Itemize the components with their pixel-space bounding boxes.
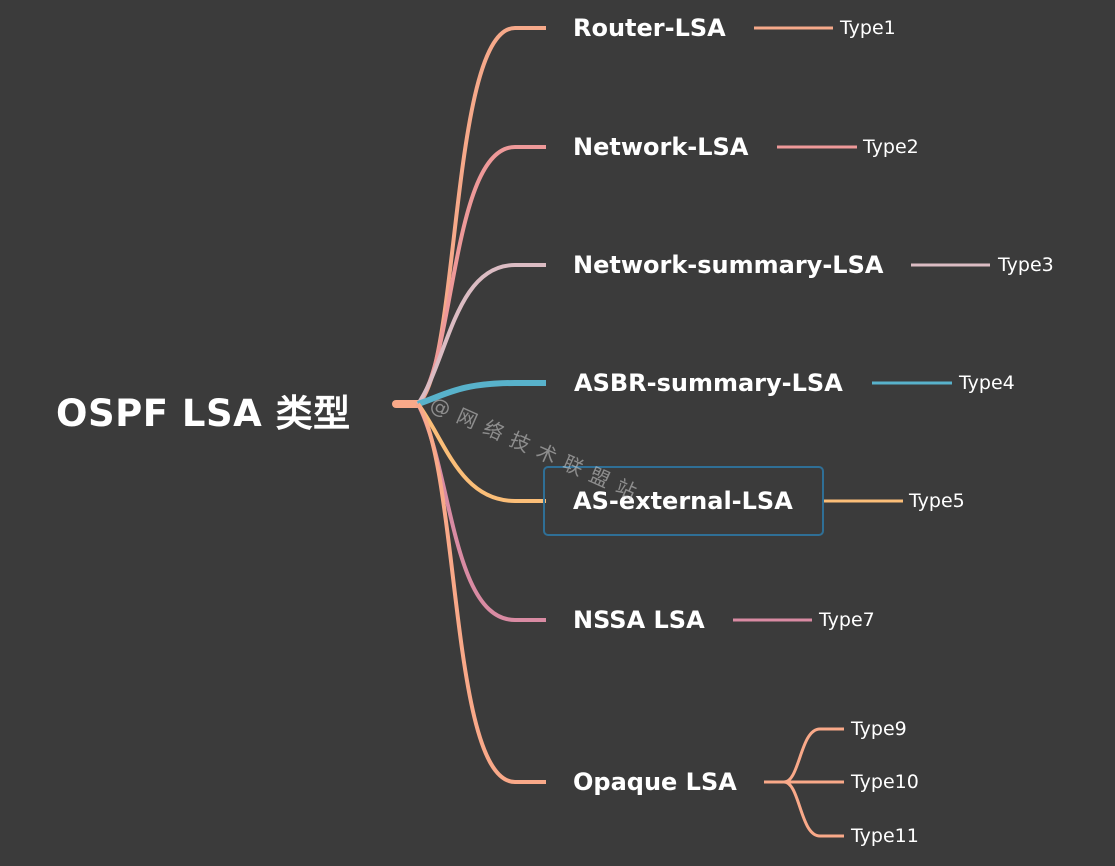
- node-opaque-lsa[interactable]: Opaque LSA: [573, 768, 737, 796]
- leaf-connector-type11: [783, 780, 844, 838]
- branch-connector-opaque-lsa: [416, 402, 546, 784]
- leaf-type5[interactable]: Type5: [909, 490, 965, 512]
- selection-frame: [543, 466, 824, 536]
- node-nssa-lsa[interactable]: NSSA LSA: [573, 606, 705, 634]
- node-asbr-summary-lsa[interactable]: ASBR-summary-LSA: [574, 369, 843, 397]
- leaf-type11[interactable]: Type11: [851, 825, 919, 847]
- node-router-lsa[interactable]: Router-LSA: [573, 14, 726, 42]
- leaf-type7[interactable]: Type7: [819, 609, 875, 631]
- leaf-type10[interactable]: Type10: [851, 771, 919, 793]
- node-network-summary-lsa[interactable]: Network-summary-LSA: [573, 251, 884, 279]
- root-node[interactable]: OSPF LSA 类型: [56, 392, 351, 435]
- node-as-external-lsa[interactable]: AS-external-LSA: [573, 487, 793, 515]
- branch-connector-asbr-summary-lsa: [417, 380, 546, 407]
- leaf-type9[interactable]: Type9: [851, 718, 907, 740]
- branch-connector-router-lsa: [416, 26, 546, 406]
- leaf-connector-type9: [764, 727, 844, 784]
- branch-connector-network-summary-lsa: [416, 263, 546, 406]
- leaf-type1[interactable]: Type1: [840, 17, 896, 39]
- leaf-type4[interactable]: Type4: [959, 372, 1015, 394]
- leaf-type3[interactable]: Type3: [998, 254, 1054, 276]
- node-network-lsa[interactable]: Network-LSA: [573, 133, 749, 161]
- branch-connector-as-external-lsa: [416, 402, 546, 503]
- leaf-type2[interactable]: Type2: [863, 136, 919, 158]
